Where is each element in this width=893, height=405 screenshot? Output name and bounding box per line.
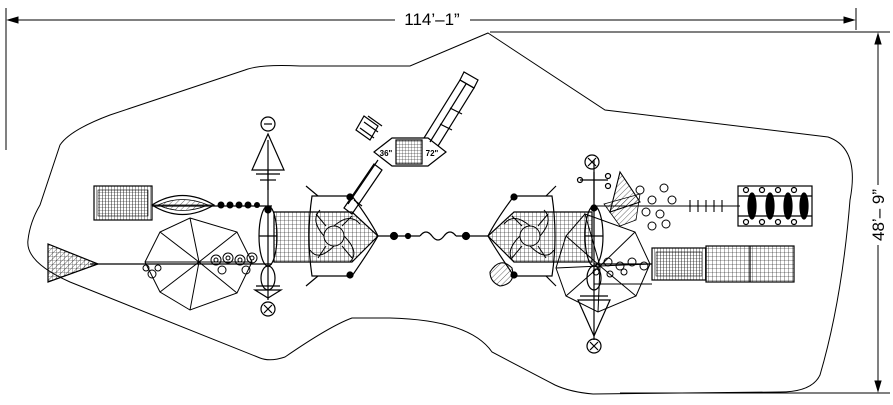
right-spinner-panels — [603, 257, 649, 271]
center-cable-bridge — [378, 231, 488, 241]
tall-slide — [423, 71, 479, 147]
left-cargo-net — [47, 243, 100, 283]
use-zone-boundary — [27, 32, 853, 395]
right-ladder-climber — [737, 185, 813, 227]
shell-spinner — [489, 262, 514, 287]
depth-dimension-label: 48’– 9” — [869, 189, 888, 241]
width-dimension — [5, 8, 857, 150]
right-shade-canopy — [555, 213, 651, 313]
right-tower-deck — [487, 185, 593, 287]
left-top-spinner — [251, 116, 285, 190]
right-top-spinner — [576, 154, 612, 200]
right-grid-panels — [651, 245, 795, 283]
left-grid-panel — [93, 185, 153, 221]
left-spinner-panels — [142, 252, 258, 279]
right-lower-rings — [592, 268, 652, 285]
right-triangle-net — [603, 170, 641, 227]
right-bottom-spinner — [577, 295, 611, 354]
deck-height-left-label: 36" — [380, 149, 393, 158]
left-bead-chain — [217, 201, 260, 209]
left-shade-canopy — [144, 217, 253, 311]
right-bead-chain — [682, 200, 736, 212]
left-tower-deck — [273, 185, 379, 287]
deck-height-right-label: 72" — [426, 149, 439, 158]
left-tube-slide — [343, 159, 383, 215]
center-upper-deck — [355, 115, 447, 167]
width-dimension-label: 114’–1” — [404, 10, 460, 29]
left-boat-bridge — [150, 195, 216, 215]
